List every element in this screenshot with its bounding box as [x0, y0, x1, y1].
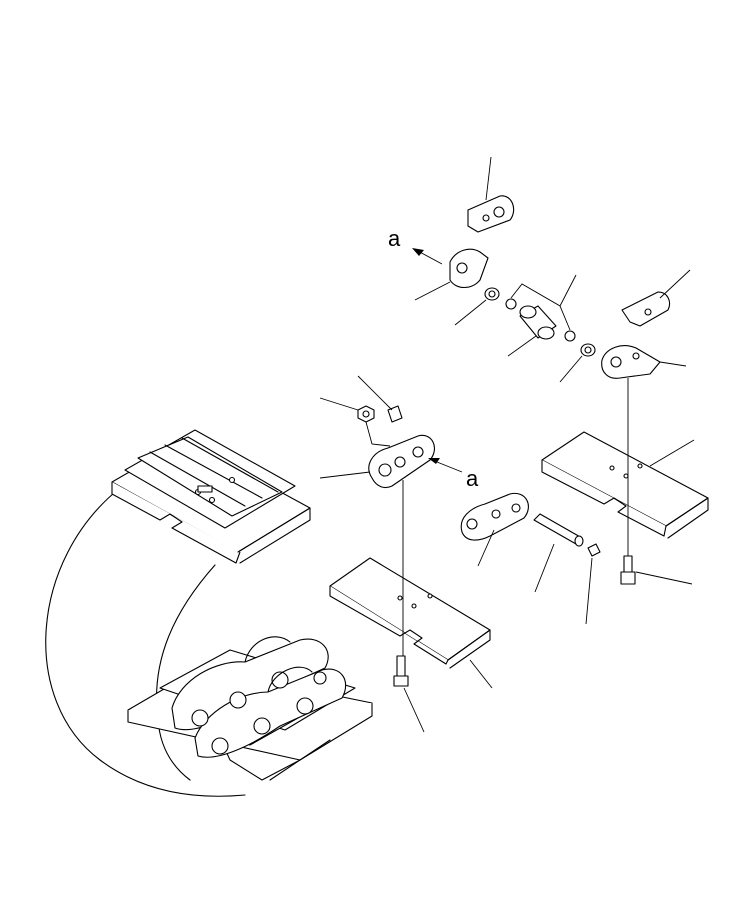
callout-lower-label: a: [466, 466, 479, 491]
track-chain-links: [171, 636, 347, 758]
seal-ring-left: [454, 287, 500, 326]
nut-and-screw: [319, 375, 403, 447]
track-chain-loop: [45, 429, 373, 797]
shoe-bolt-middle: [393, 655, 425, 733]
master-link-half-right: [601, 345, 687, 379]
track-shoe-middle: [329, 480, 493, 689]
callout-lower: a: [428, 458, 479, 491]
master-link-half-right-top: [621, 269, 691, 327]
master-link-left: [319, 434, 435, 489]
shoe-bolt-right: [620, 555, 693, 585]
master-link-half-top: [467, 156, 515, 233]
spacer: [585, 543, 601, 625]
seal-ring-right: [559, 343, 596, 383]
callout-upper: a: [388, 226, 443, 265]
master-pin: [533, 513, 584, 593]
callout-upper-label: a: [388, 226, 401, 251]
track-shoe-right: [541, 378, 709, 556]
master-link-half-left: [414, 248, 489, 301]
master-link-center: [460, 492, 529, 567]
upper-track-shoes: [111, 429, 311, 564]
master-bushing: [505, 274, 577, 357]
track-curve-outer: [45, 487, 246, 797]
